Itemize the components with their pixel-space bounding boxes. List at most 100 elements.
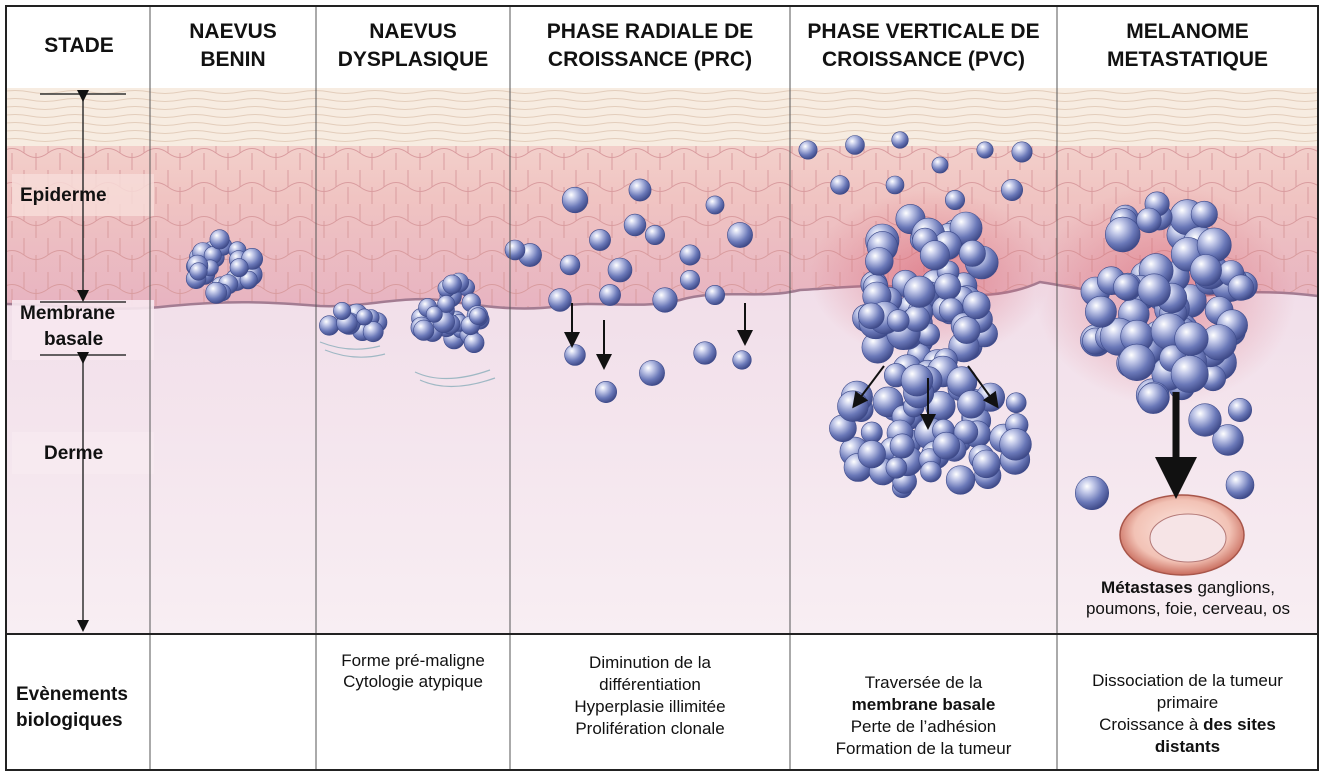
prc-cell bbox=[639, 360, 664, 385]
pvc-invasion-cell bbox=[858, 440, 886, 468]
event-pvc-2: membrane basale bbox=[792, 694, 1055, 716]
event-pvc-3: Perte de l’adhésion bbox=[792, 716, 1055, 738]
pvc-cell bbox=[1012, 142, 1032, 162]
prc-cell bbox=[560, 255, 580, 275]
naevus-benin-cell bbox=[206, 282, 227, 303]
meta-tumour-cell bbox=[1138, 383, 1169, 414]
prc-cell bbox=[505, 240, 525, 260]
membrane-label-line1: Membrane bbox=[20, 302, 115, 325]
pvc-tumour-cell bbox=[959, 240, 985, 266]
naevus-dysplasique-cell bbox=[333, 302, 350, 319]
prc-cell bbox=[608, 258, 632, 282]
metastases-rest: ganglions, bbox=[1193, 578, 1275, 597]
pvc-cell bbox=[977, 142, 993, 158]
pvc-invasion-cell bbox=[886, 457, 907, 478]
pvc-cell bbox=[831, 176, 850, 195]
prc-cell bbox=[680, 270, 699, 289]
pvc-cell bbox=[892, 132, 909, 149]
metastases-line2: poumons, foie, cerveau, os bbox=[1061, 599, 1315, 620]
event-pvc-4: Formation de la tumeur bbox=[792, 738, 1055, 760]
meta-tumour-cell bbox=[1137, 208, 1162, 233]
metastases-note: Métastases ganglions, poumons, foie, cer… bbox=[1061, 578, 1315, 619]
prc-cell bbox=[565, 345, 586, 366]
pvc-tumour-cell bbox=[904, 276, 935, 307]
pvc-invasion-cell bbox=[890, 434, 914, 458]
events-prc: Diminution de la différentiation Hyperpl… bbox=[512, 652, 788, 740]
header-metastatique: MELANOME METASTATIQUE bbox=[1059, 18, 1316, 75]
meta-cell bbox=[1075, 476, 1108, 509]
event-meta-4: distants bbox=[1059, 736, 1316, 758]
pvc-tumour-cell bbox=[858, 303, 884, 329]
prc-cell bbox=[680, 245, 700, 265]
header-naevus-benin: NAEVUS BENIN bbox=[152, 18, 314, 75]
prc-cell bbox=[629, 179, 651, 201]
events-pvc: Traversée de la membrane basale Perte de… bbox=[792, 672, 1055, 760]
meta-tumour-cell bbox=[1138, 274, 1171, 307]
prc-cell bbox=[624, 214, 646, 236]
event-meta-3-bold: des sites bbox=[1203, 715, 1276, 734]
pvc-cell bbox=[1001, 179, 1022, 200]
pvc-invasion-cell bbox=[1006, 393, 1026, 413]
stratum-corneum-lines bbox=[6, 88, 1318, 146]
pvc-cell bbox=[846, 136, 865, 155]
meta-cell bbox=[1226, 471, 1254, 499]
meta-cell bbox=[1228, 398, 1251, 421]
event-dysplasique-1: Forme pré-maligne bbox=[318, 651, 508, 672]
meta-tumour-cell bbox=[1190, 255, 1221, 286]
event-meta-3-prefix: Croissance à bbox=[1099, 715, 1203, 734]
pvc-invasion-cell bbox=[957, 390, 985, 418]
pvc-invasion-cell bbox=[921, 461, 942, 482]
prc-cell bbox=[706, 196, 724, 214]
stage-header: STADE bbox=[10, 32, 148, 60]
membrane-label-line2: basale bbox=[44, 328, 103, 351]
prc-cell bbox=[645, 225, 664, 244]
event-dysplasique-2: Cytologie atypique bbox=[318, 672, 508, 693]
header-naevus-dysplasique: NAEVUS DYSPLASIQUE bbox=[318, 18, 508, 75]
pvc-tumour-cell bbox=[920, 241, 949, 270]
pvc-tumour-cell bbox=[963, 292, 990, 319]
naevus-dysplasique-cell bbox=[426, 306, 442, 322]
naevus-dysplasique-cell bbox=[443, 275, 462, 294]
event-prc-2: différentiation bbox=[512, 674, 788, 696]
pvc-cell bbox=[945, 190, 964, 209]
naevus-dysplasique-cell bbox=[356, 309, 372, 325]
prc-cell bbox=[653, 288, 678, 313]
events-label-line2: biologiques bbox=[16, 708, 128, 734]
events-dysplasique: Forme pré-maligne Cytologie atypique bbox=[318, 651, 508, 692]
lymph-node-core bbox=[1150, 514, 1226, 562]
prc-cell bbox=[599, 284, 620, 305]
header-pvc: PHASE VERTICALE DE CROISSANCE (PVC) bbox=[792, 18, 1055, 75]
event-prc-3: Hyperplasie illimitée bbox=[512, 696, 788, 718]
meta-tumour-cell bbox=[1191, 201, 1217, 227]
event-prc-1: Diminution de la bbox=[512, 652, 788, 674]
pvc-invasion-cell bbox=[861, 422, 882, 443]
event-prc-4: Prolifération clonale bbox=[512, 718, 788, 740]
naevus-benin-cell bbox=[210, 230, 229, 249]
pvc-invasion-cell bbox=[838, 391, 869, 422]
pvc-tumour-cell bbox=[953, 317, 980, 344]
meta-tumour-cell bbox=[1113, 274, 1139, 300]
prc-cell bbox=[549, 289, 572, 312]
meta-tumour-cell bbox=[1105, 217, 1140, 252]
derme-label: Derme bbox=[44, 442, 103, 465]
meta-tumour-cell bbox=[1175, 322, 1209, 356]
event-pvc-1: Traversée de la bbox=[792, 672, 1055, 694]
header-prc: PHASE RADIALE DE CROISSANCE (PRC) bbox=[512, 18, 788, 75]
prc-cell bbox=[705, 285, 724, 304]
meta-tumour-cell bbox=[1171, 355, 1208, 392]
prc-cell bbox=[589, 229, 610, 250]
pvc-invasion-cell bbox=[946, 466, 975, 495]
events-label: Evènements biologiques bbox=[16, 682, 128, 733]
events-metastatique: Dissociation de la tumeur primaire Crois… bbox=[1059, 670, 1316, 758]
metastases-bold: Métastases bbox=[1101, 578, 1193, 597]
prc-cell bbox=[562, 187, 588, 213]
meta-tumour-cell bbox=[1228, 275, 1254, 301]
naevus-benin-cell bbox=[230, 259, 248, 277]
pvc-invasion-cell bbox=[973, 450, 1001, 478]
epiderme-label: Epiderme bbox=[20, 184, 107, 207]
pvc-invasion-cell bbox=[1000, 428, 1032, 460]
naevus-dysplasique-cell bbox=[414, 320, 434, 340]
prc-cell bbox=[595, 381, 616, 402]
naevus-dysplasique-cell bbox=[469, 308, 486, 325]
pvc-cell bbox=[799, 141, 817, 159]
